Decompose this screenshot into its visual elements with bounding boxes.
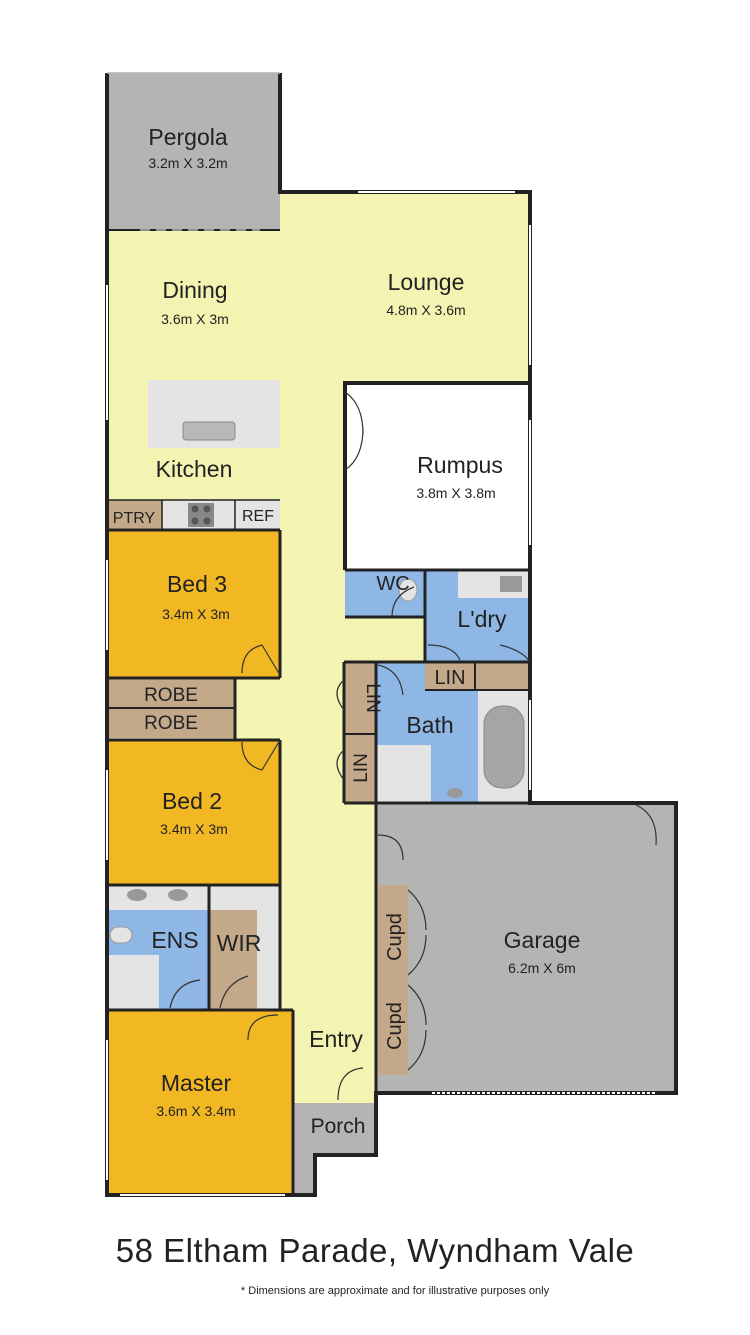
garage-label: Garage: [504, 927, 581, 953]
cupd1-label: Cupd: [384, 913, 406, 961]
robe1-area: [107, 678, 235, 708]
cupd-door-swing: [407, 889, 427, 1071]
master-label: Master: [161, 1070, 232, 1096]
rumpus-dims: 3.8m X 3.8m: [416, 485, 495, 501]
bath-label: Bath: [406, 712, 453, 738]
kitchen-sink-icon: [182, 421, 236, 441]
lin-bath-label: LIN: [434, 667, 465, 689]
ens-label: ENS: [151, 927, 198, 953]
trough-icon: [500, 576, 522, 592]
kitchen-label: Kitchen: [156, 456, 233, 482]
wc-label: WC: [376, 573, 409, 595]
lounge-label: Lounge: [388, 269, 465, 295]
ref-label: REF: [242, 508, 274, 525]
cupd2-label: Cupd: [384, 1002, 406, 1050]
rumpus-label: Rumpus: [417, 452, 503, 478]
lin-hall1-area: [344, 662, 376, 734]
lin-door-swing: [336, 679, 345, 781]
bath-basin-icon: [447, 788, 463, 798]
rumpus-door-swing: [344, 391, 364, 471]
bed2-label: Bed 2: [162, 788, 222, 814]
wir-shelf: [209, 910, 257, 1010]
bath-lin-area: [425, 662, 530, 690]
windows: [106, 191, 655, 1196]
disclaimer-note: * Dimensions are approximate and for ill…: [240, 1285, 550, 1297]
toilet-icon: [109, 926, 133, 944]
pergola-label: Pergola: [148, 124, 227, 150]
lounge-dims: 4.8m X 3.6m: [386, 302, 465, 318]
bath-vanity: [376, 745, 431, 803]
bed3-door-swing: [241, 644, 281, 676]
bed3-dims: 3.4m X 3m: [162, 606, 230, 622]
ptry-label: PTRY: [113, 510, 156, 527]
lin-hall2-label: LIN: [351, 753, 372, 783]
lin-hall1-label: LIN: [362, 683, 383, 713]
floor-plan: Pergola 3.2m X 3.2m Dining 3.6m X 3m Lou…: [105, 72, 678, 1197]
wir-door-swing: [219, 975, 249, 1009]
entry-door-swing: [337, 1067, 364, 1101]
garage-area: [376, 803, 676, 1093]
cupd1-area: [378, 885, 408, 977]
bath-door-swing: [377, 664, 404, 696]
cupd2-area: [378, 977, 408, 1075]
pergola-area: [107, 73, 280, 230]
dining-dims: 3.6m X 3m: [161, 311, 229, 327]
basin-icon: [127, 889, 147, 901]
ensuite-shower: [107, 955, 159, 1010]
master-dims: 3.6m X 3.4m: [156, 1103, 235, 1119]
robe2-label: ROBE: [144, 713, 198, 734]
wc-door-swing: [391, 586, 415, 618]
cooktop-icon: [188, 503, 214, 527]
robe1-label: ROBE: [144, 685, 198, 706]
laundry-door-swing: [427, 644, 531, 663]
robe2-area: [107, 708, 235, 738]
bed2-dims: 3.4m X 3m: [160, 821, 228, 837]
entry-label: Entry: [309, 1026, 363, 1052]
property-address: 58 Eltham Parade, Wyndham Vale: [115, 1232, 635, 1269]
master-area: [107, 1010, 293, 1195]
bed3-label: Bed 3: [167, 571, 227, 597]
room-fills: [107, 73, 676, 1195]
room-labels: Pergola 3.2m X 3.2m Dining 3.6m X 3m Lou…: [113, 124, 581, 1138]
pergola-dims: 3.2m X 3.2m: [148, 155, 227, 171]
laundry-label: L'dry: [457, 606, 507, 632]
garage-dims: 6.2m X 6m: [508, 960, 576, 976]
lin-hall2-area: [344, 734, 376, 802]
ensuite-vanity: [107, 885, 209, 910]
wir-label: WIR: [217, 930, 262, 956]
pantry-area: [107, 500, 162, 530]
bathtub-icon: [483, 705, 525, 789]
master-door-swing: [247, 1014, 279, 1041]
fixtures: [109, 421, 525, 944]
basin-icon: [168, 889, 188, 901]
doors: [169, 391, 657, 1101]
dining-label: Dining: [162, 277, 227, 303]
bed3-area: [107, 530, 280, 678]
garage-side-door-swing: [635, 804, 657, 846]
bed2-door-swing: [241, 739, 281, 771]
ensuite-door-swing: [169, 979, 201, 1009]
porch-label: Porch: [311, 1115, 366, 1138]
garage-internal-door-swing: [377, 834, 404, 861]
